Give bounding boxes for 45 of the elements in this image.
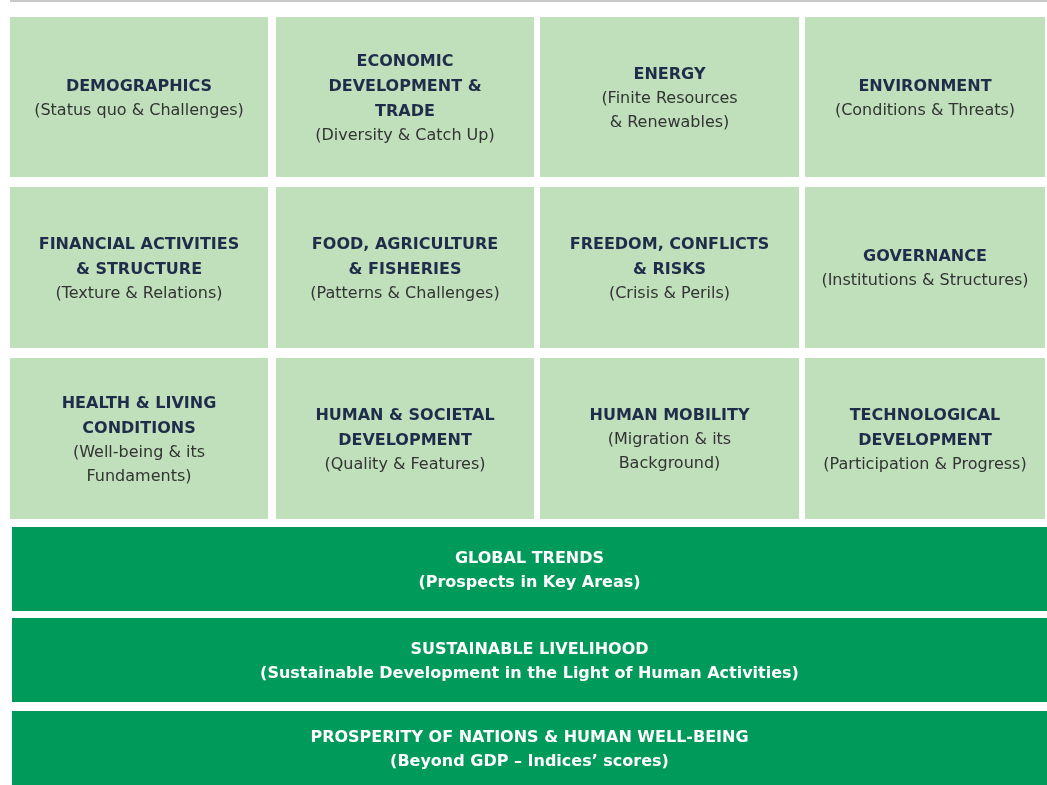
topic-tile — [540, 187, 799, 348]
tile-subtitle: (Patterns & Challenges) — [310, 281, 500, 304]
tile-subtitle: (Conditions & Threats) — [834, 98, 1016, 121]
tile-heading: FREEDOM, CONFLICTS & RISKS — [569, 232, 770, 280]
tile-subtitle: (Finite Resources & Renewables) — [600, 86, 739, 133]
tile-subtitle: (Participation & Progress) — [823, 452, 1027, 475]
tile-heading: ECONOMIC DEVELOPMENT & TRADE — [327, 49, 483, 122]
tile-subtitle: (Crisis & Perils) — [608, 281, 731, 304]
topic-tile — [276, 187, 534, 348]
tile-subtitle: (Texture & Relations) — [55, 281, 223, 304]
foundation-band — [12, 711, 1047, 785]
tile-heading: GOVERNANCE — [863, 245, 987, 267]
topic-tile — [276, 17, 534, 177]
topic-tile — [10, 17, 268, 177]
tile-subtitle: (Diversity & Catch Up) — [315, 123, 495, 146]
tile-heading: PROSPERITY OF NATIONS & HUMAN WELL-BEING — [310, 725, 749, 748]
topic-tile — [10, 187, 268, 348]
tile-subtitle: (Migration & its Background) — [606, 428, 733, 474]
tile-subtitle: (Beyond GDP – Indices’ scores) — [390, 749, 669, 772]
topic-tile — [540, 17, 799, 177]
topic-tile — [805, 187, 1045, 348]
tile-heading: FINANCIAL ACTIVITIES & STRUCTURE — [37, 232, 241, 280]
tile-subtitle: (Sustainable Development in the Light of Human Activities) — [260, 661, 799, 684]
tile-heading: ENVIRONMENT — [858, 74, 992, 97]
foundation-band — [12, 618, 1047, 702]
tile-heading: SUSTAINABLE LIVELIHOOD — [410, 637, 649, 660]
tile-subtitle: (Well-being & its Fundaments) — [71, 440, 207, 487]
tile-subtitle: (Status quo & Challenges) — [34, 98, 244, 121]
topic-tile — [805, 358, 1045, 519]
topic-tile — [10, 358, 268, 519]
foundation-band — [12, 527, 1047, 611]
topic-tile — [540, 358, 799, 519]
tile-heading: HEALTH & LIVING CONDITIONS — [60, 391, 218, 439]
tile-heading: HUMAN MOBILITY — [589, 404, 750, 426]
tile-heading: DEMOGRAPHICS — [65, 74, 213, 97]
tile-subtitle: (Prospects in Key Areas) — [418, 570, 641, 593]
tile-subtitle: (Quality & Features) — [324, 452, 486, 475]
topic-tile — [276, 358, 534, 519]
tile-heading: ENERGY — [633, 62, 706, 85]
tile-subtitle: (Institutions & Structures) — [821, 269, 1029, 291]
tile-heading: HUMAN & SOCIETAL DEVELOPMENT — [314, 403, 496, 451]
tile-heading: FOOD, AGRICULTURE & FISHERIES — [310, 232, 500, 280]
tile-heading: TECHNOLOGICAL DEVELOPMENT — [848, 403, 1002, 451]
tile-heading: GLOBAL TRENDS — [454, 546, 605, 569]
topic-tile — [805, 17, 1045, 177]
